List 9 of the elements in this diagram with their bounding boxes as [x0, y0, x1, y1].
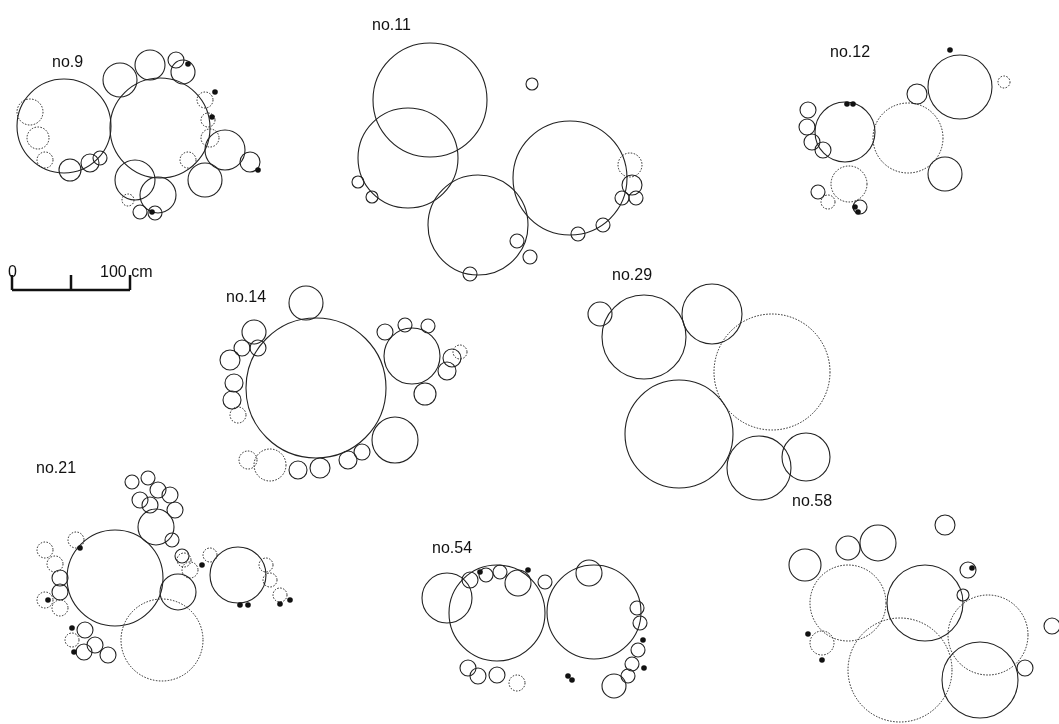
cluster-label: no.58 — [792, 493, 833, 509]
cluster-label: no.21 — [36, 460, 77, 476]
cluster-label: no.29 — [612, 267, 653, 283]
scale-label: 100 cm — [100, 264, 153, 280]
cluster-label: no.14 — [226, 289, 267, 305]
cluster-label: no.12 — [830, 44, 871, 60]
cluster-label: no.11 — [372, 17, 411, 33]
cluster-label: no.9 — [52, 54, 84, 70]
cluster-label: no.54 — [432, 540, 473, 556]
